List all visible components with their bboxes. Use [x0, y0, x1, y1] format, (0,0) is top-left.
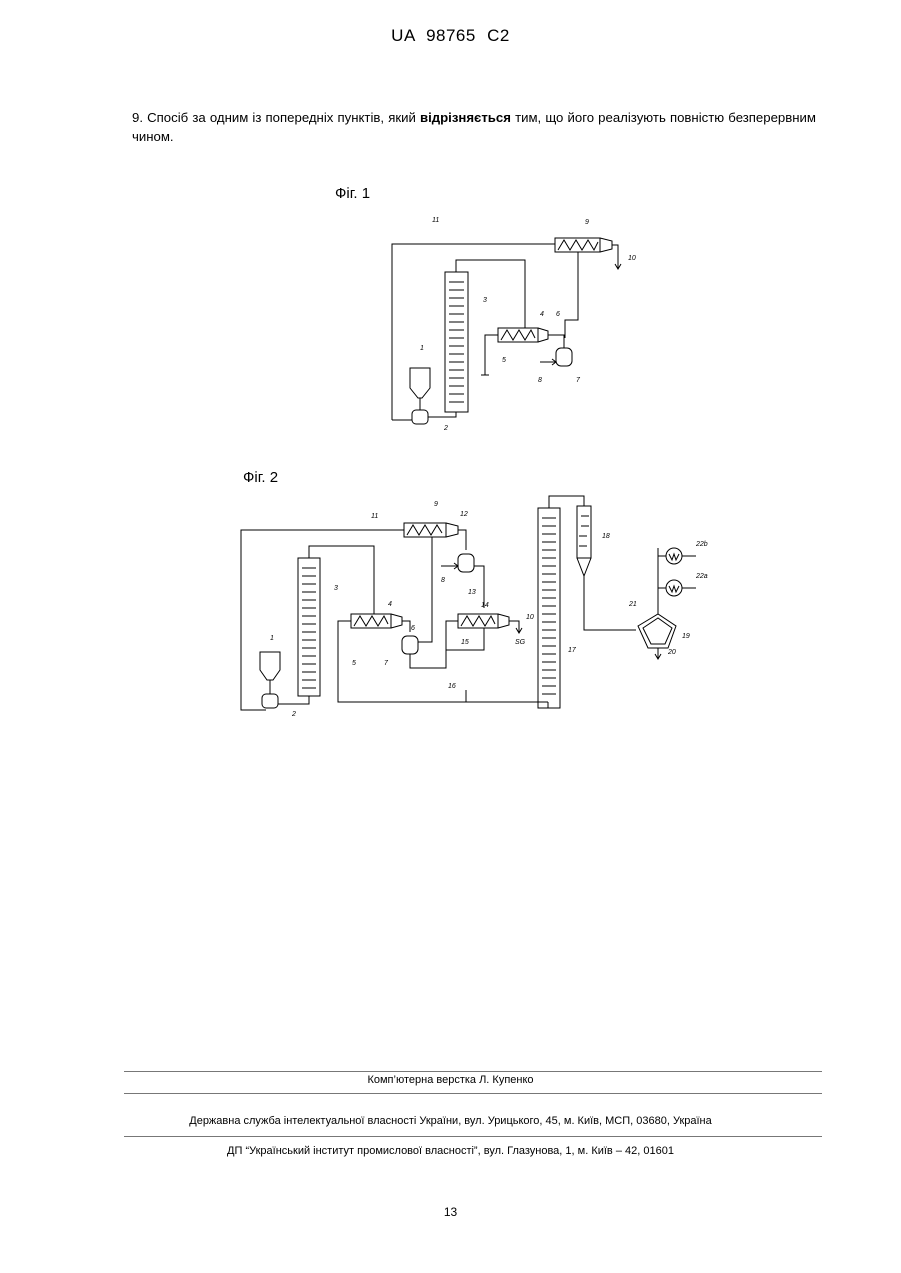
- fig1-label-9: 9: [585, 219, 589, 226]
- heat-exchanger-22b: [666, 548, 682, 564]
- fig2-label-10: 10: [526, 614, 534, 621]
- fig1-label-11: 11: [432, 217, 439, 224]
- fig1-label-3: 3: [483, 297, 487, 304]
- fig2-label-15: 15: [461, 639, 469, 646]
- fig2-label-2: 2: [291, 711, 296, 718]
- fig2-label-12: 12: [460, 511, 468, 518]
- separator-18: [577, 506, 591, 558]
- fig2-label-14: 14: [481, 602, 489, 609]
- vessel-7: [556, 348, 572, 366]
- page-number: 13: [0, 1205, 901, 1219]
- fig2-label-4: 4: [388, 601, 392, 608]
- fig1-label-2: 2: [443, 425, 448, 432]
- fig1-label-7: 7: [576, 377, 581, 384]
- footer-rule-bottom: [124, 1136, 822, 1137]
- fig1-label-5: 5: [502, 357, 506, 364]
- footer-rule-middle: [124, 1093, 822, 1094]
- fig2-label-17: 17: [568, 647, 577, 654]
- footer-institute-address: ДП “Український інститут промислової вла…: [0, 1145, 901, 1157]
- column-3: [298, 558, 320, 696]
- vessel-2: [262, 694, 278, 708]
- fig1-label-10: 10: [628, 255, 636, 262]
- figure-1-caption: Фіг. 1: [335, 185, 370, 202]
- vessel-13: [458, 554, 474, 572]
- publication-number: UA 98765 C2: [0, 26, 901, 46]
- fig2-label-18: 18: [602, 533, 610, 540]
- vessel-7: [402, 636, 418, 654]
- column-3-trays: [302, 568, 316, 688]
- footer-rule-top: [124, 1071, 822, 1072]
- claim-9: 9. Спосіб за одним із попередніх пунктів…: [132, 108, 816, 146]
- hopper-1: [260, 652, 280, 680]
- fig2-label-5: 5: [352, 660, 356, 667]
- claim-text-pre: 9. Спосіб за одним із попередніх пунктів…: [132, 110, 420, 125]
- fig2-label-7: 7: [384, 660, 389, 667]
- fig2-label-11: 11: [371, 513, 378, 520]
- fig2-label-21: 21: [628, 601, 637, 608]
- fig2-label-22a: 22a: [695, 573, 708, 580]
- figure-2-diagram: 11 9 12 8 13 3 4 6 7 5 14 15 10 SG 16 17…: [236, 490, 726, 730]
- hopper-1: [410, 368, 430, 398]
- fig1-label-8: 8: [538, 377, 542, 384]
- heat-exchanger-22a: [666, 580, 682, 596]
- fig2-label-13: 13: [468, 589, 476, 596]
- footer-layout-credit: Комп’ютерна верстка Л. Купенко: [0, 1074, 901, 1086]
- fig2-label-6: 6: [411, 625, 415, 632]
- fig2-label-20: 20: [667, 649, 676, 656]
- fig2-label-19: 19: [682, 633, 690, 640]
- fig1-label-6: 6: [556, 311, 560, 318]
- fig2-label-3: 3: [334, 585, 338, 592]
- footer-agency-address: Державна служба інтелектуальної власност…: [0, 1115, 901, 1127]
- vessel-2: [412, 410, 428, 424]
- fig2-label-22b: 22b: [695, 541, 708, 548]
- fig1-label-1: 1: [420, 345, 424, 352]
- fig2-label-8: 8: [441, 577, 445, 584]
- screw-conveyor-9: [555, 238, 600, 252]
- fig2-label-1: 1: [270, 635, 274, 642]
- fig2-label-9: 9: [434, 501, 438, 508]
- claim-text-bold: відрізняється: [420, 110, 511, 125]
- fig2-label-16: 16: [448, 683, 456, 690]
- fig2-label-sg: SG: [515, 639, 526, 646]
- column-3-trays: [449, 282, 464, 402]
- column-17-trays: [542, 518, 556, 694]
- figure-1-diagram: 11 9 10 3 4 6 5 8 7 1 2: [380, 210, 680, 435]
- column-3: [445, 272, 468, 412]
- figure-2-caption: Фіг. 2: [243, 469, 278, 486]
- fig1-label-4: 4: [540, 311, 544, 318]
